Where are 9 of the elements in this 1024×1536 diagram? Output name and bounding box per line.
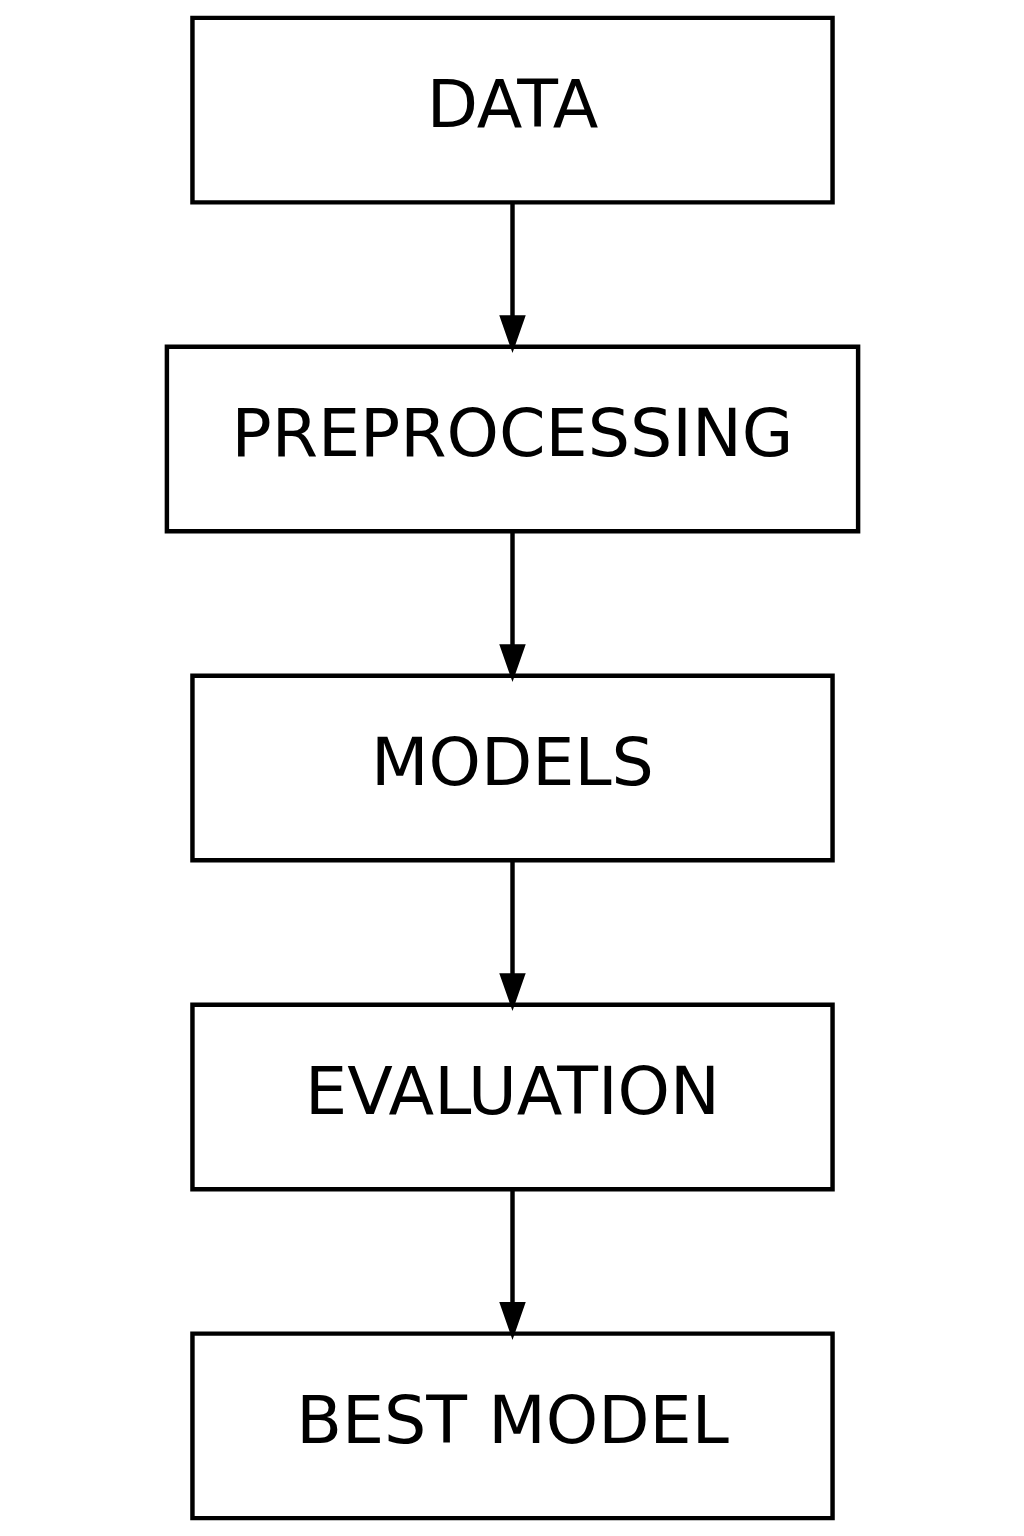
arrow	[498, 531, 526, 683]
arrow	[498, 1189, 526, 1340]
arrow	[498, 202, 526, 354]
arrow	[498, 860, 526, 1011]
node-box: PREPROCESSING	[164, 344, 860, 534]
node-box: BEST MODEL	[189, 1331, 835, 1521]
node-box: DATA	[189, 15, 835, 205]
node-box: MODELS	[189, 673, 835, 863]
node-box: EVALUATION	[189, 1002, 835, 1192]
